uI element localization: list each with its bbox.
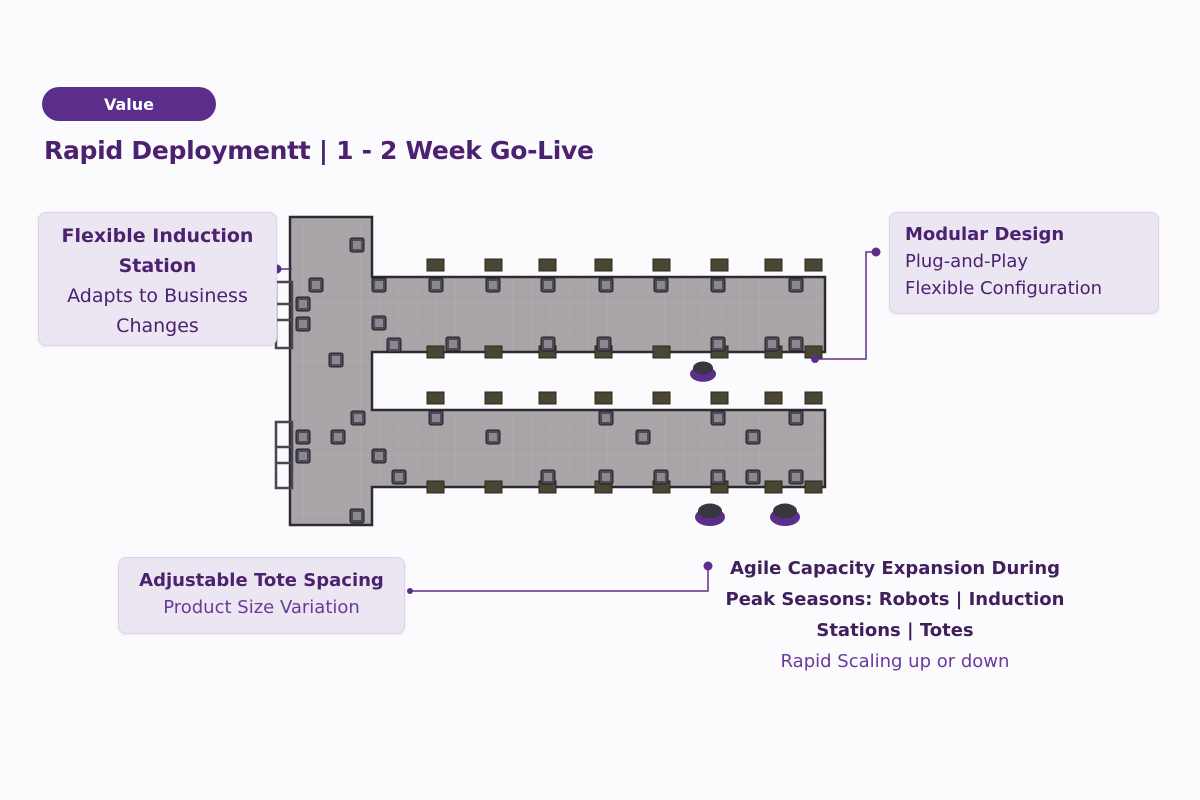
mobile-robot-top xyxy=(773,503,797,519)
robot-tote-top xyxy=(432,281,440,289)
tote-station xyxy=(594,258,613,272)
mobile-robot-top xyxy=(698,503,722,519)
robot-tote-top xyxy=(332,356,340,364)
tote-station xyxy=(426,391,445,405)
robot-tote-top xyxy=(768,340,776,348)
callout-title: Flexible Induction xyxy=(61,225,254,247)
robot-tote-top xyxy=(792,473,800,481)
sorting-floor xyxy=(288,215,827,527)
tote-station xyxy=(764,480,783,494)
tote-station xyxy=(804,391,823,405)
robot-tote-top xyxy=(749,433,757,441)
robot-tote-top xyxy=(375,281,383,289)
tote-station xyxy=(484,480,503,494)
value-badge: Value xyxy=(42,87,216,121)
connector-end-tote xyxy=(407,588,413,594)
robot-tote-top xyxy=(639,433,647,441)
robot-tote-top xyxy=(792,414,800,422)
robot-tote-top xyxy=(312,281,320,289)
callout-line: Flexible Configuration xyxy=(905,278,1103,299)
robot-tote-top xyxy=(714,414,722,422)
robot-tote-top xyxy=(353,512,361,520)
robot-tote-top xyxy=(432,414,440,422)
robot-tote-top xyxy=(449,340,457,348)
tote-station xyxy=(538,258,557,272)
robot-tote-top xyxy=(749,473,757,481)
tote-station xyxy=(804,480,823,494)
robot-tote-top xyxy=(299,433,307,441)
tote-station xyxy=(652,391,671,405)
connector-end-modular xyxy=(811,355,819,363)
robot-tote-top xyxy=(657,281,665,289)
callout-connectors xyxy=(272,247,881,594)
robot-tote-top xyxy=(600,340,608,348)
tote-station xyxy=(484,391,503,405)
robot-tote-top xyxy=(390,341,398,349)
robot-tote-top xyxy=(299,320,307,328)
robot-tote-top xyxy=(375,452,383,460)
callout-flexible-induction: Flexible Induction Station Adapts to Bus… xyxy=(38,212,277,346)
callout-subtitle: Rapid Scaling up or down xyxy=(780,651,1010,672)
callout-subtitle: Changes xyxy=(116,315,199,337)
robot-tote-top xyxy=(334,433,342,441)
robot-tote-top xyxy=(353,241,361,249)
callout-line: Plug-and-Play xyxy=(905,251,1029,272)
tote-station xyxy=(538,391,557,405)
callout-subtitle: Adapts to Business xyxy=(67,285,248,307)
callout-subtitle: Product Size Variation xyxy=(163,597,360,618)
robot-tote-top xyxy=(299,452,307,460)
robot-tote-top xyxy=(299,300,307,308)
connector-line-modular xyxy=(815,251,876,360)
tote-station xyxy=(764,258,783,272)
tote-station xyxy=(710,391,729,405)
floor-surface xyxy=(288,215,827,527)
page-title: Rapid Deploymentt | 1 - 2 Week Go-Live xyxy=(44,136,594,165)
robot-tote-top xyxy=(489,433,497,441)
connector-dot-capacity xyxy=(703,561,713,571)
callout-title: Station xyxy=(118,255,197,277)
robot-tote-top xyxy=(657,473,665,481)
robot-tote-top xyxy=(602,473,610,481)
tote-station xyxy=(652,258,671,272)
callout-modular-design: Modular Design Plug-and-Play Flexible Co… xyxy=(889,212,1159,314)
induction-frame-bottom xyxy=(274,420,294,490)
tote-station xyxy=(764,391,783,405)
callout-tote-spacing: Adjustable Tote Spacing Product Size Var… xyxy=(118,557,405,634)
robot-tote-top xyxy=(602,281,610,289)
robot-tote-top xyxy=(489,281,497,289)
robot-tote-top xyxy=(544,281,552,289)
robot-tote-top xyxy=(714,473,722,481)
tote-station xyxy=(426,258,445,272)
robot-tote-top xyxy=(714,340,722,348)
connector-dot-modular xyxy=(871,247,881,257)
callout-capacity-expansion: Agile Capacity Expansion During Peak Sea… xyxy=(720,553,1070,677)
callout-line: Peak Seasons: Robots | Induction xyxy=(725,589,1065,610)
tote-station xyxy=(484,258,503,272)
tote-station xyxy=(652,345,671,359)
robot-tote-top xyxy=(792,340,800,348)
robot-tote-top xyxy=(792,281,800,289)
tote-station xyxy=(804,258,823,272)
connector-line-tote xyxy=(410,566,709,592)
tote-station xyxy=(594,391,613,405)
robot-tote-top xyxy=(602,414,610,422)
callout-title: Modular Design xyxy=(905,224,1065,245)
robot-tote-top xyxy=(544,340,552,348)
callout-line: Agile Capacity Expansion During xyxy=(729,558,1061,579)
callout-line: Stations | Totes xyxy=(816,620,974,641)
callout-title: Adjustable Tote Spacing xyxy=(139,570,384,591)
robot-tote-top xyxy=(395,473,403,481)
robot-tote-top xyxy=(375,319,383,327)
robot-tote-top xyxy=(714,281,722,289)
tote-station xyxy=(484,345,503,359)
mobile-robot-top xyxy=(693,361,713,375)
robot-tote-top xyxy=(544,473,552,481)
robot-tote-top xyxy=(354,414,362,422)
tote-station xyxy=(710,258,729,272)
tote-station xyxy=(426,480,445,494)
tote-station xyxy=(426,345,445,359)
